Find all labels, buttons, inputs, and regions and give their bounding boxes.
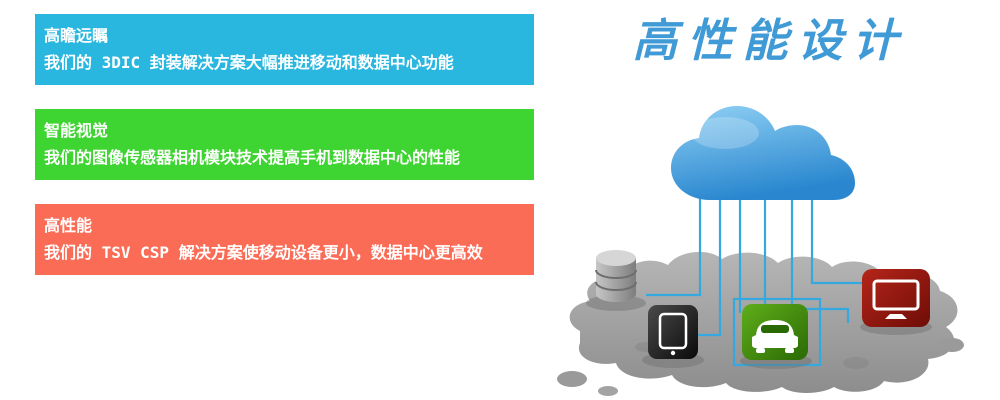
- car-icon: [740, 304, 812, 369]
- banner-vision: 高瞻远瞩 我们的 3DIC 封装解决方案大幅推进移动和数据中心功能: [35, 14, 534, 85]
- cloud-network-illustration: [550, 95, 970, 400]
- banner-title: 智能视觉: [44, 121, 109, 140]
- banner-title: 高性能: [44, 216, 93, 235]
- cloud-icon: [671, 106, 855, 200]
- banner-list: 高瞻远瞩 我们的 3DIC 封装解决方案大幅推进移动和数据中心功能 智能视觉 我…: [35, 14, 534, 299]
- banner-subtitle: 我们的 TSV CSP 解决方案使移动设备更小，数据中心更高效: [44, 243, 483, 262]
- banner-smart-vision: 智能视觉 我们的图像传感器相机模块技术提高手机到数据中心的性能: [35, 109, 534, 180]
- tablet-icon: [642, 305, 704, 368]
- banner-performance: 高性能 我们的 TSV CSP 解决方案使移动设备更小，数据中心更高效: [35, 204, 534, 275]
- cloud-network-svg: [557, 106, 964, 396]
- banner-title: 高瞻远瞩: [44, 26, 109, 45]
- hero-title: 高性能设计: [632, 14, 908, 67]
- banner-subtitle: 我们的 3DIC 封装解决方案大幅推进移动和数据中心功能: [44, 53, 454, 72]
- monitor-icon: [860, 269, 932, 335]
- banner-subtitle: 我们的图像传感器相机模块技术提高手机到数据中心的性能: [44, 148, 461, 167]
- database-icon: [586, 250, 646, 311]
